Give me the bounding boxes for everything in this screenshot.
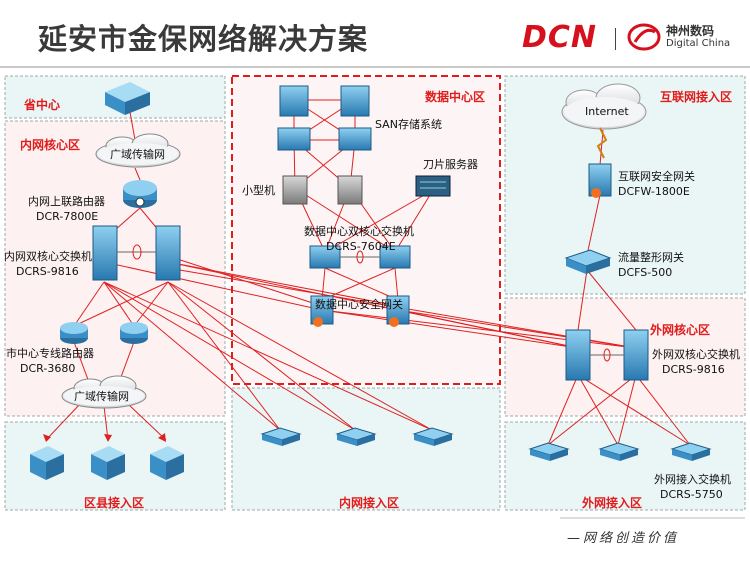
city-router-model: DCR-3680 [20, 362, 76, 375]
dc-core-switch-icon [309, 245, 411, 269]
county-server-icon [30, 446, 184, 480]
extranet-access-switch-model: DCRS-5750 [660, 488, 723, 501]
uplink-router-icon [123, 180, 157, 208]
dc-security-gateway-icon [310, 295, 410, 327]
minicomputer-icon [282, 175, 363, 205]
province-server-icon [105, 82, 150, 115]
dc-core-switch-model: DCRS-7604E [326, 240, 396, 253]
extranet-core-switch-model: DCRS-9816 [662, 363, 725, 376]
zone-label-province: 省中心 [24, 98, 61, 112]
san-storage-icon [277, 85, 372, 151]
san-label: SAN存储系统 [375, 118, 442, 131]
minicomputer-label: 小型机 [242, 184, 275, 197]
wan-cloud-top-icon [95, 133, 181, 168]
zone-label-intranet-access: 内网接入区 [339, 496, 400, 510]
wan-bottom-label: 广域传输网 [74, 390, 129, 403]
intranet-core-switch-name: 内网双核心交换机 [4, 250, 92, 263]
title-rule [0, 66, 750, 68]
internet-firewall-model: DCFW-1800E [618, 185, 690, 198]
zone-label-internet-access: 互联网接入区 [660, 90, 733, 104]
zone-label-extranet-access: 外网接入区 [582, 496, 643, 510]
dc-core-switch-name: 数据中心双核心交换机 [304, 225, 414, 238]
internet-firewall-icon [588, 127, 612, 198]
zone-label-intranet-core: 内网核心区 [20, 138, 81, 152]
logo-divider [615, 28, 616, 50]
blade-server-icon [415, 175, 451, 197]
city-router-icon [60, 322, 148, 344]
traffic-gateway-name: 流量整形网关 [618, 251, 684, 264]
city-router-name: 市中心专线路由器 [6, 347, 94, 360]
digital-china-en: Digital China [666, 38, 731, 49]
internet-label: Internet [585, 105, 629, 118]
dcn-logo: DCN [522, 20, 598, 55]
footer-slogan: —网络创造价值 [567, 531, 680, 546]
extranet-core-switch-icon [565, 329, 649, 381]
uplink-router-model: DCR-7800E [36, 210, 99, 223]
zone-label-extranet-core: 外网核心区 [650, 323, 711, 337]
traffic-shaping-gateway-icon [564, 249, 612, 274]
wan-top-label: 广域传输网 [110, 148, 165, 161]
zone-backgrounds [4, 75, 746, 511]
internet-firewall-name: 互联网安全网关 [618, 170, 695, 183]
internet-cloud-icon [561, 83, 647, 130]
digital-china-logo-icon [627, 23, 661, 51]
page-title: 延安市金保网络解决方案 [38, 22, 369, 56]
extranet-core-switch-name: 外网双核心交换机 [652, 348, 740, 361]
intranet-core-switch-model: DCRS-9816 [16, 265, 79, 278]
network-links [45, 99, 691, 446]
blade-server-label: 刀片服务器 [423, 158, 478, 171]
extranet-access-switch-name: 外网接入交换机 [654, 473, 731, 486]
wan-cloud-bottom-icon [61, 375, 147, 409]
dc-security-gateway-label: 数据中心安全网关 [315, 298, 403, 311]
intranet-core-switch-icon [92, 225, 181, 281]
traffic-gateway-model: DCFS-500 [618, 266, 673, 279]
zone-label-county-access: 区县接入区 [84, 496, 145, 510]
county-arrows [43, 433, 166, 442]
data-center-border [231, 75, 501, 385]
access-switch-icon [260, 427, 712, 461]
uplink-router-name: 内网上联路由器 [28, 195, 105, 208]
zone-label-data-center: 数据中心区 [425, 90, 486, 104]
digital-china-cn: 神州数码 [666, 24, 715, 38]
